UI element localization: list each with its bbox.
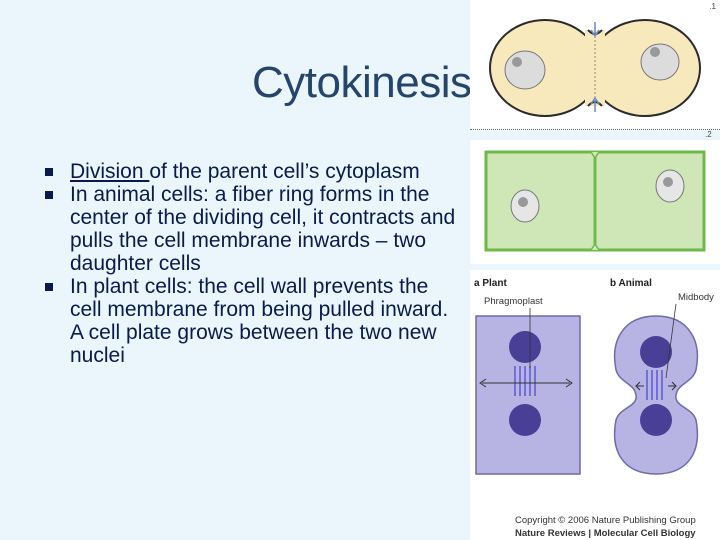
plant-panel-label: a Plant: [474, 278, 507, 289]
dividing-animal-cell-illustration: [489, 19, 701, 117]
bullet-item: In plant cells: the cell wall prevents t…: [40, 275, 460, 367]
midbody-label: Midbody: [678, 292, 714, 303]
dividing-plant-cell-illustration: [484, 150, 706, 252]
bullet-square-icon: [45, 283, 53, 291]
plant-animal-comparison-illustration: a Plant b Animal Phragmoplast Midbody: [474, 278, 714, 475]
bullet-text: In plant cells: the cell wall prevents t…: [70, 275, 449, 367]
bullet-square-icon: [45, 168, 53, 176]
plant-vs-animal-cytokinesis-figure: a Plant b Animal Phragmoplast Midbody: [470, 270, 720, 540]
bullet-item: Division of the parent cell’s cytoplasm: [40, 160, 460, 183]
bullet-square-icon: [45, 191, 53, 199]
plant-cell-division-figure: [470, 140, 720, 264]
bullet-list: Division of the parent cell’s cytoplasm …: [40, 160, 460, 367]
figure-number: .2: [705, 130, 712, 139]
copyright-text: Copyright © 2006 Nature Publishing Group: [515, 515, 696, 526]
figure-number: .1: [709, 2, 716, 11]
bullet-text: of the parent cell’s cytoplasm: [149, 160, 420, 183]
animal-panel-label: b Animal: [610, 278, 652, 289]
slide-title: Cytokinesis: [252, 58, 472, 107]
bullet-item: In animal cells: a fiber ring forms in t…: [40, 183, 460, 275]
journal-credit: Nature Reviews | Molecular Cell Biology: [515, 528, 696, 539]
phragmoplast-label: Phragmoplast: [484, 296, 543, 307]
animal-cell-division-figure: .1: [470, 0, 720, 130]
bullet-underlined-text: Division: [70, 160, 150, 183]
bullet-text: In animal cells: a fiber ring forms in t…: [70, 183, 456, 275]
figure-divider: [470, 129, 720, 130]
